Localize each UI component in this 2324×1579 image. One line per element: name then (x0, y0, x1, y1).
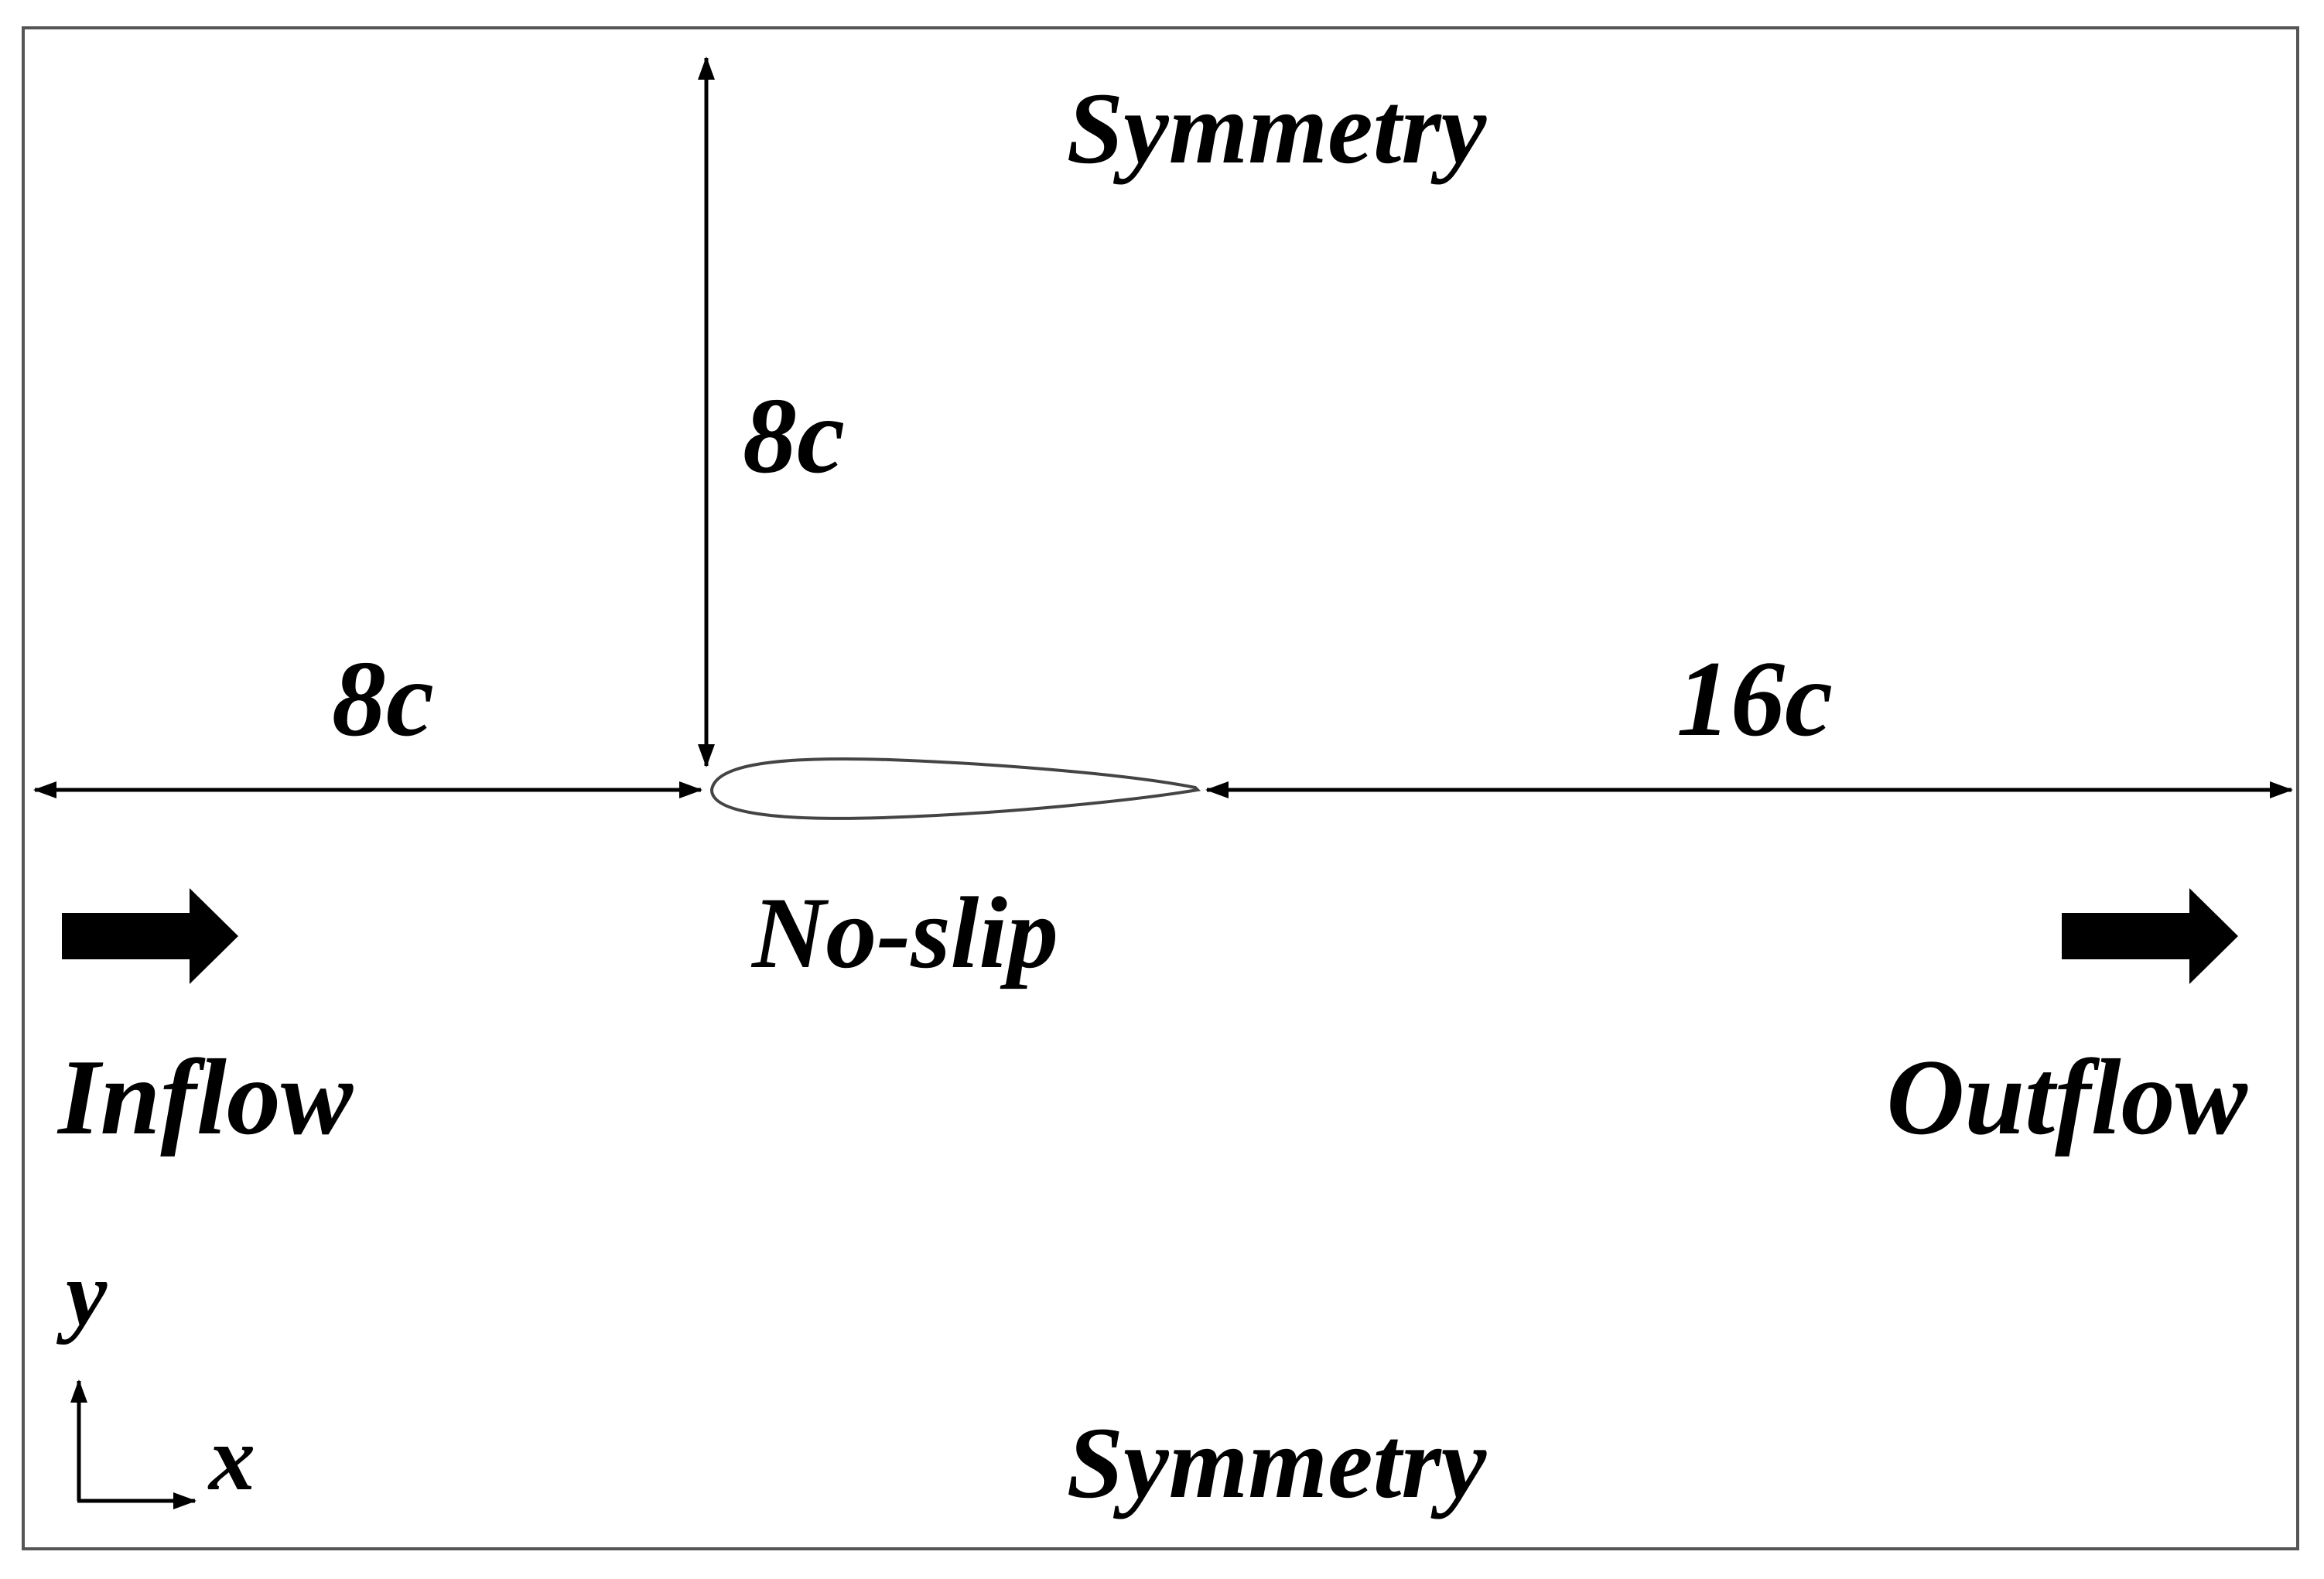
vertical-distance-label: 8c (743, 376, 845, 496)
downstream-distance-label: 16c (1676, 639, 1833, 759)
inlet-label: Inflow (56, 1037, 354, 1157)
axis-x-label: x (207, 1406, 255, 1509)
airfoil-boundary-label: No-slip (750, 876, 1058, 989)
axis-y-label: y (56, 1242, 108, 1345)
upstream-distance-label: 8c (332, 639, 434, 759)
inflow-arrow-icon (62, 888, 238, 984)
airfoil-shape (709, 757, 1201, 820)
domain-border (22, 26, 2299, 1550)
outflow-arrow-icon (2062, 888, 2238, 984)
bottom-boundary-label: Symmetry (1067, 1406, 1487, 1519)
top-boundary-label: Symmetry (1067, 71, 1487, 185)
outlet-label: Outflow (1886, 1037, 2247, 1157)
